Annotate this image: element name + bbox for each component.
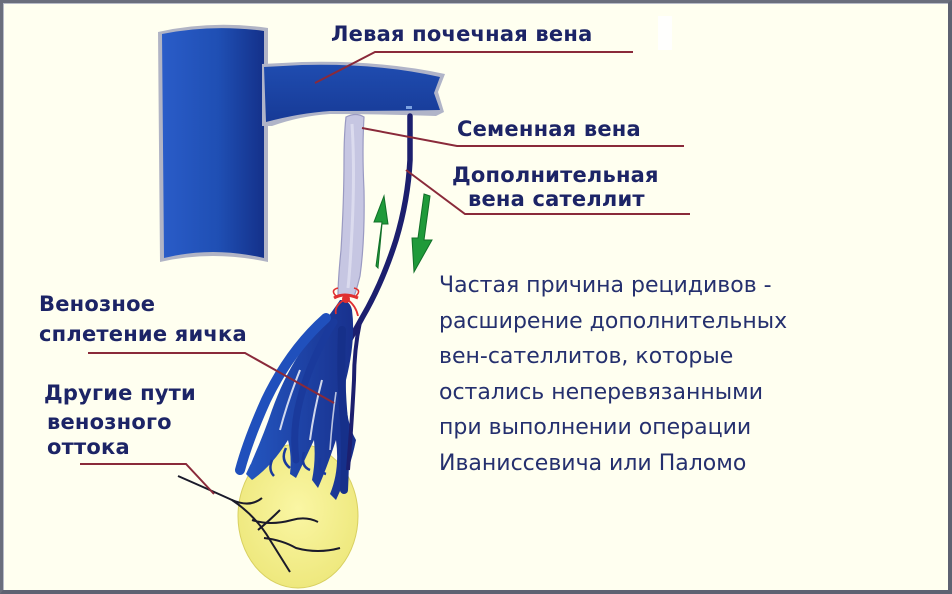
note-line: расширение дополнительных [439,308,788,334]
venous-plexus [235,300,362,500]
ligature-knot [332,287,360,317]
label-satellite-vein-line1: Дополнительная [452,163,659,187]
leader-satellite-vein [405,169,690,215]
leader-left-renal-vein [314,51,633,84]
label-plexus-line2: сплетение яичка [39,322,247,346]
label-other-paths-line2: венозного [47,410,172,434]
note-line: Иваниссевича или Паломо [439,450,747,476]
label-other-paths-line1: Другие пути [44,381,196,405]
label-plexus-line1: Венозное [39,292,156,316]
label-satellite-vein-line2: вена сателлит [468,187,645,211]
label-other-paths-line3: оттока [47,435,130,459]
explanatory-note: Частая причина рецидивов - расширение до… [439,268,787,481]
other-venous-paths [177,475,341,573]
note-line: Частая причина рецидивов - [439,273,772,298]
label-spermatic-vein: Семенная вена [457,117,641,141]
flow-arrow-up [373,194,389,270]
flow-arrow-down [411,193,433,274]
left-renal-vein [262,61,445,126]
vena-cava [158,24,268,262]
leader-lines [80,51,690,495]
satellite-vein [339,113,413,355]
label-left-renal-vein: Левая почечная вена [331,22,593,46]
leader-spermatic-vein [361,127,684,147]
note-line: вен-сателлитов, которые [439,344,734,369]
note-line: при выполнении операции [439,415,752,440]
leader-venous-plexus [88,352,335,404]
spermatic-vein [337,113,365,297]
note-line: остались неперевязанными [439,379,764,405]
leader-other-paths [80,463,215,495]
